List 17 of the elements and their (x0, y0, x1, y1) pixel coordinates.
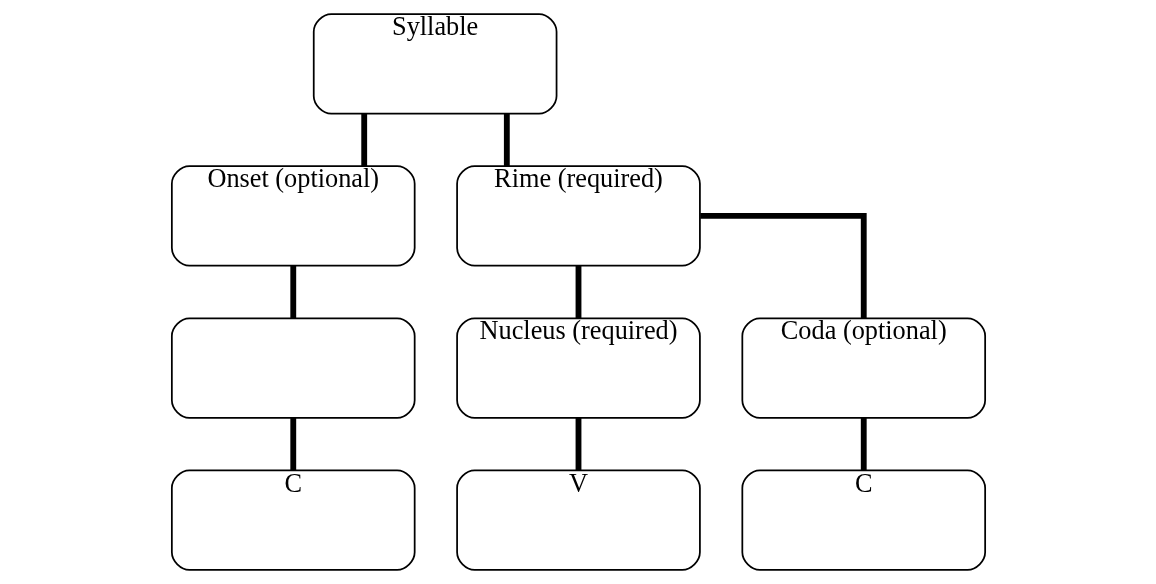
connector (289, 417, 296, 471)
connector (360, 113, 367, 166)
connector (860, 417, 867, 471)
node-box: Rime (required) (455, 165, 701, 267)
connector (289, 265, 296, 319)
node-box: Coda (optional) (740, 317, 986, 419)
node-box: V (455, 469, 701, 571)
connector (699, 213, 867, 319)
node-box (170, 317, 416, 419)
node-box: C (170, 469, 416, 571)
node-box: Syllable (312, 13, 557, 115)
node-box: C (740, 469, 986, 571)
node-box: Nucleus (required) (455, 317, 701, 419)
connector (575, 417, 581, 471)
connector (575, 265, 581, 319)
node-box: Onset (optional) (170, 165, 416, 267)
connector (503, 113, 510, 166)
